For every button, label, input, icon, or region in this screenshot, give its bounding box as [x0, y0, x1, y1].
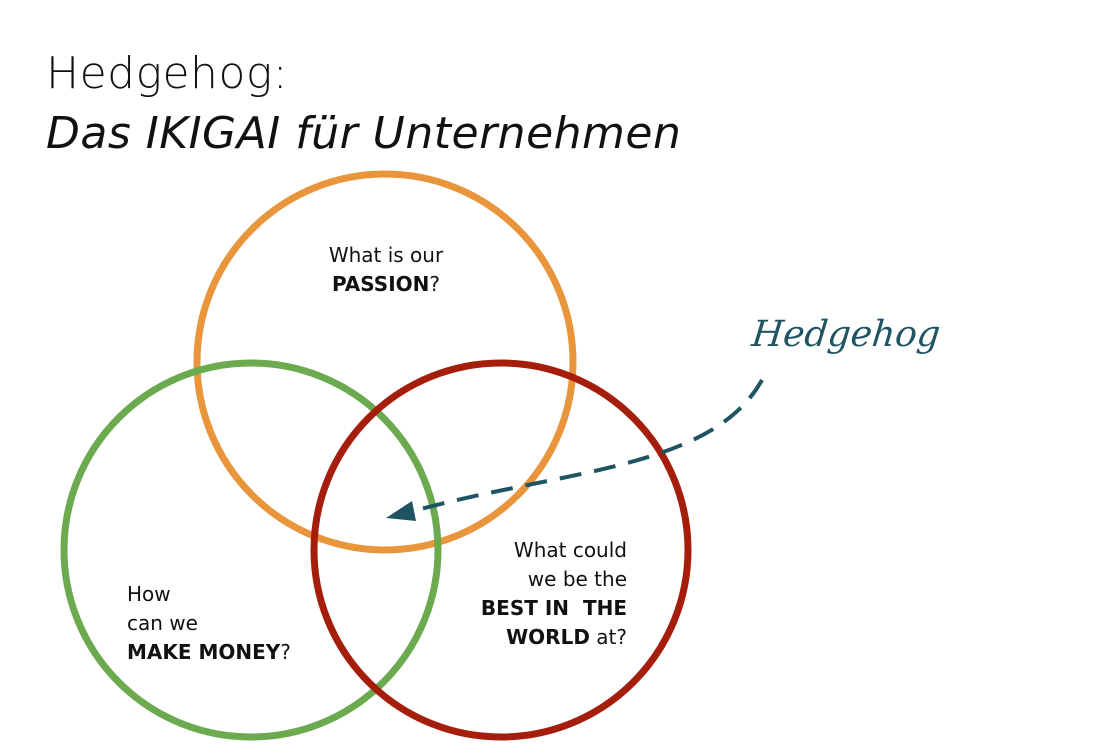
- passion-circle: [193, 170, 577, 554]
- passion-label: What is our PASSION?: [286, 241, 486, 299]
- money-keyword: MAKE MONEY: [127, 640, 281, 664]
- passion-label-line2: PASSION?: [286, 270, 486, 299]
- title-line-2: Das IKIGAI für Unternehmen: [46, 108, 682, 159]
- money-circle: [60, 359, 442, 741]
- best-label-line1: What could: [513, 538, 627, 562]
- title-line-1: Hedgehog:: [46, 48, 289, 99]
- page-title: Hedgehog: Das IKIGAI für Unternehmen: [46, 44, 681, 164]
- passion-keyword: PASSION: [331, 272, 430, 296]
- hedgehog-arrow-head: [386, 501, 416, 521]
- best-keyword-1: BEST IN THE: [480, 596, 627, 620]
- best-label: What could we be the BEST IN THE WORLD a…: [427, 536, 627, 652]
- best-label-line3: BEST IN THE: [427, 594, 627, 623]
- passion-label-line1: What is our: [328, 243, 444, 267]
- best-keyword-2: WORLD: [506, 625, 590, 649]
- money-label-line1: How: [127, 582, 171, 606]
- money-label-line2: can we: [127, 611, 198, 635]
- money-label-line3: MAKE MONEY?: [127, 638, 291, 667]
- best-circle: [310, 359, 692, 741]
- hedgehog-arrow-line: [409, 379, 764, 514]
- best-suffix: at?: [589, 625, 627, 649]
- passion-suffix: ?: [429, 272, 441, 296]
- best-label-line2: we be the: [527, 567, 627, 591]
- best-label-line4: WORLD at?: [427, 623, 627, 652]
- money-label: How can we MAKE MONEY?: [127, 580, 291, 667]
- money-suffix: ?: [280, 640, 291, 664]
- hedgehog-label: Hedgehog: [749, 314, 943, 355]
